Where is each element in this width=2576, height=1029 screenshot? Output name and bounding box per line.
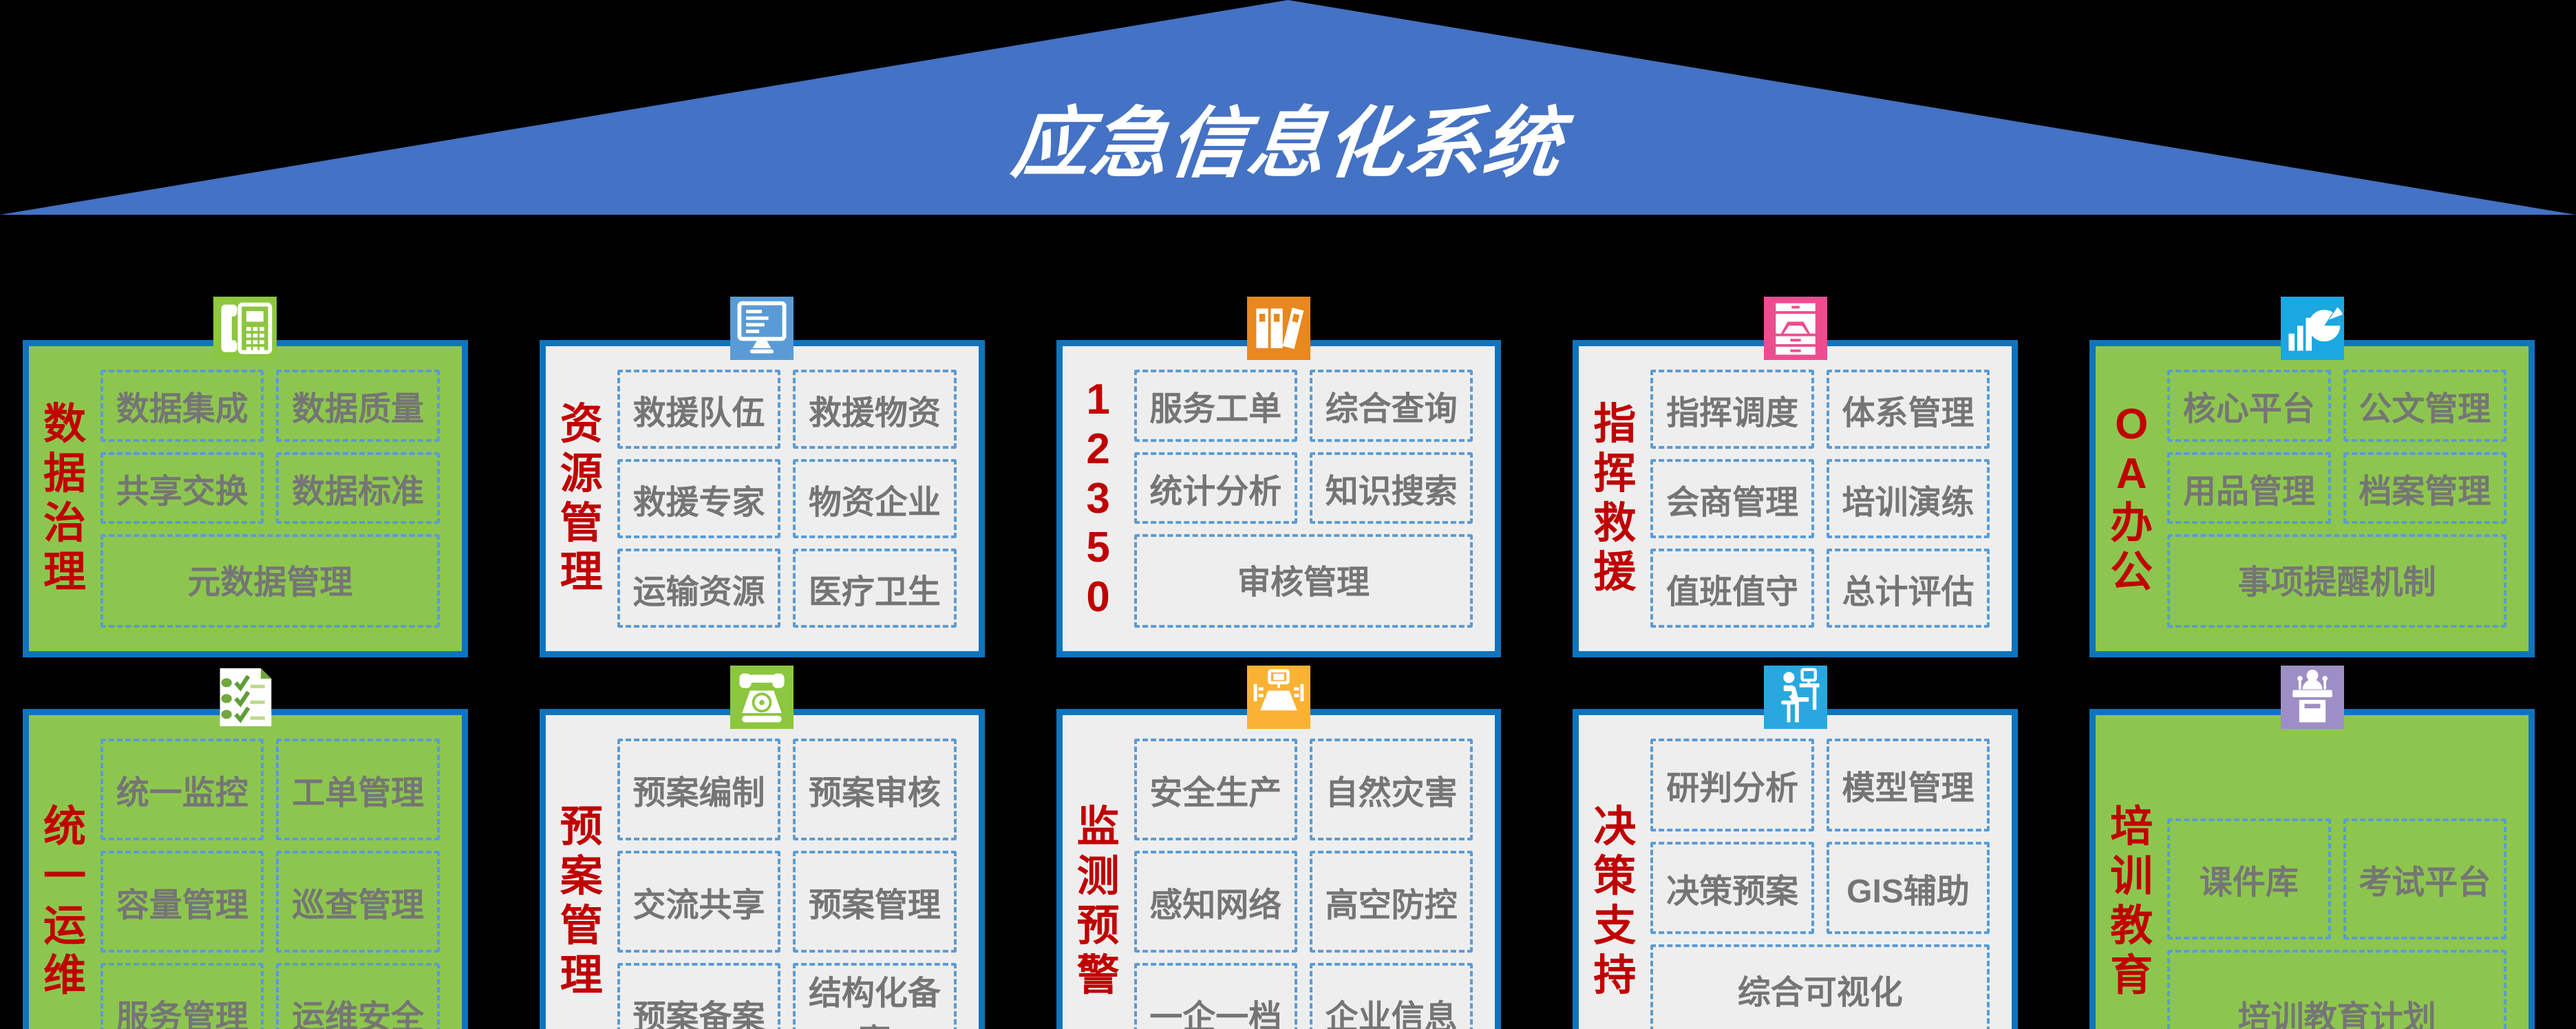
module-item: 值班值守 xyxy=(1650,549,1814,628)
module-item: 服务管理 xyxy=(100,963,264,1029)
module-item: 救援队伍 xyxy=(617,370,781,449)
printer-icon xyxy=(1763,297,1827,360)
module-item: 指挥调度 xyxy=(1650,370,1814,449)
books-icon xyxy=(1246,297,1310,360)
module-grid-monitoring-warning: 安全生产自然灾害感知网络高空防控一企一档企业信息 xyxy=(1133,739,1473,1029)
panel-title-plan-management: 预案管理 xyxy=(560,803,603,999)
module-item: 结构化备案 xyxy=(793,963,957,1029)
module-item: 总计评估 xyxy=(1826,549,1990,628)
panel-plan-management: 预案管理预案编制预案审核交流共享预案管理预案备案结构化备案 xyxy=(539,666,985,1029)
telephone-icon xyxy=(730,666,794,729)
module-item: 安全生产 xyxy=(1133,739,1297,840)
module-item: 共享交换 xyxy=(100,452,264,524)
module-item: 预案备案 xyxy=(617,963,781,1029)
module-item: GIS辅助 xyxy=(1826,841,1990,935)
page-title: 应急信息化系统 xyxy=(1008,100,1567,187)
module-grid-oa-office: 核心平台公文管理用品管理档案管理事项提醒机制 xyxy=(2167,370,2506,628)
module-item: 公文管理 xyxy=(2343,370,2506,442)
panel-title-data-governance: 数据治理 xyxy=(43,400,86,597)
module-item: 感知网络 xyxy=(1133,851,1297,953)
module-item: 工单管理 xyxy=(276,739,440,840)
module-item: 体系管理 xyxy=(1826,370,1990,449)
module-item: 统计分析 xyxy=(1133,452,1297,524)
module-item: 综合可视化 xyxy=(1650,944,1990,1029)
panel-title-unified-operations: 统一运维 xyxy=(43,803,86,999)
checklist-icon xyxy=(213,666,277,729)
module-grid-command-rescue: 指挥调度体系管理会商管理培训演练值班值守总计评估 xyxy=(1650,370,1990,628)
panel-title-training-education: 培训教育 xyxy=(2110,803,2153,999)
module-item: 交流共享 xyxy=(617,851,781,953)
module-grid-data-governance: 数据集成数据质量共享交换数据标准元数据管理 xyxy=(100,370,440,628)
module-item: 考试平台 xyxy=(2343,818,2506,940)
module-item: 数据标准 xyxy=(276,452,440,524)
panel-title-monitoring-warning: 监测预警 xyxy=(1076,803,1120,999)
conference-room-icon xyxy=(1246,666,1310,729)
module-grid-unified-operations: 统一监控工单管理容量管理巡查管理服务管理运维安全 xyxy=(100,739,440,1029)
panel-unified-operations: 统一运维统一监控工单管理容量管理巡查管理服务管理运维安全 xyxy=(23,668,468,1029)
module-item: 会商管理 xyxy=(1650,459,1814,538)
module-item: 自然灾害 xyxy=(1309,739,1473,840)
module-item: 预案管理 xyxy=(793,851,957,953)
panel-title-decision-support: 决策支持 xyxy=(1593,803,1637,999)
module-item: 知识搜索 xyxy=(1309,452,1473,524)
panel-monitoring-warning: 监测预警安全生产自然灾害感知网络高空防控一企一档企业信息 xyxy=(1056,666,1502,1029)
module-item: 高空防控 xyxy=(1309,851,1473,953)
module-item: 审核管理 xyxy=(1133,534,1473,628)
module-item: 培训演练 xyxy=(1826,459,1990,538)
module-item: 决策预案 xyxy=(1650,841,1814,935)
panel-resource-management: 资源管理救援队伍救援物资救援专家物资企业运输资源医疗卫生 xyxy=(539,297,985,657)
module-item: 预案编制 xyxy=(617,739,781,840)
panel-training-education: 培训教育课件库考试平台培训教育计划 xyxy=(2089,666,2535,1029)
module-item: 模型管理 xyxy=(1826,739,1990,831)
module-item: 核心平台 xyxy=(2167,370,2331,442)
panel-data-governance: 数据治理数据集成数据质量共享交换数据标准元数据管理 xyxy=(23,297,468,657)
module-item: 救援专家 xyxy=(617,459,781,538)
module-item: 巡查管理 xyxy=(276,851,440,953)
pie-chart-icon xyxy=(2280,297,2344,360)
module-grid-training-education: 课件库考试平台培训教育计划 xyxy=(2167,818,2506,1029)
module-item: 事项提醒机制 xyxy=(2167,534,2506,628)
module-grid-plan-management: 预案编制预案审核交流共享预案管理预案备案结构化备案 xyxy=(617,739,957,1029)
module-item: 元数据管理 xyxy=(100,534,440,628)
module-item: 医疗卫生 xyxy=(793,549,957,628)
module-grid-hotline-12350: 服务工单综合查询统计分析知识搜索审核管理 xyxy=(1133,370,1473,628)
module-item: 容量管理 xyxy=(100,851,264,953)
module-item: 研判分析 xyxy=(1650,739,1814,831)
module-grid-resource-management: 救援队伍救援物资救援专家物资企业运输资源医疗卫生 xyxy=(617,370,957,628)
modules-row-top: 数据治理数据集成数据质量共享交换数据标准元数据管理资源管理救援队伍救援物资救援专… xyxy=(23,297,2535,657)
panel-command-rescue: 指挥救援指挥调度体系管理会商管理培训演练值班值守总计评估 xyxy=(1573,297,2019,657)
module-item: 综合查询 xyxy=(1309,370,1473,442)
module-item: 运维安全 xyxy=(276,963,440,1029)
module-item: 培训教育计划 xyxy=(2167,950,2506,1029)
module-item: 统一监控 xyxy=(100,739,264,840)
monitor-document-icon xyxy=(730,297,794,360)
module-item: 预案审核 xyxy=(793,739,957,840)
module-item: 服务工单 xyxy=(1133,370,1297,442)
panel-title-command-rescue: 指挥救援 xyxy=(1593,400,1637,597)
module-item: 企业信息 xyxy=(1309,963,1473,1029)
module-item: 物资企业 xyxy=(793,459,957,538)
modules-row-bottom: 统一运维统一监控工单管理容量管理巡查管理服务管理运维安全预案管理预案编制预案审核… xyxy=(23,666,2535,1029)
module-item: 一企一档 xyxy=(1133,963,1297,1029)
module-item: 数据集成 xyxy=(100,370,264,442)
module-item: 用品管理 xyxy=(2167,452,2331,524)
module-item: 课件库 xyxy=(2167,818,2331,940)
module-item: 档案管理 xyxy=(2343,452,2506,524)
desk-phone-icon xyxy=(213,297,277,360)
module-item: 救援物资 xyxy=(793,370,957,449)
module-item: 数据质量 xyxy=(276,370,440,442)
module-item: 运输资源 xyxy=(617,549,781,628)
podium-icon xyxy=(2280,666,2344,729)
panel-title-resource-management: 资源管理 xyxy=(560,400,603,597)
workstation-icon xyxy=(1763,666,1827,729)
